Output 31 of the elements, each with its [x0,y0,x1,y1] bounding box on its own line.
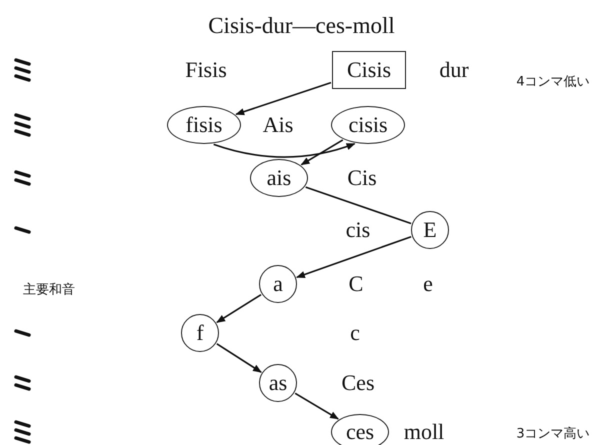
note-ellipse: ces [331,414,389,445]
title: Cisis-dur—ces-moll [207,14,396,37]
note-name: cis [346,219,370,241]
arrow [235,82,332,116]
note-name: Cis [347,167,377,189]
note-ellipse: fisis [167,106,241,144]
arrow [296,236,412,278]
note-name: c [350,322,360,344]
note-circle: a [259,265,297,303]
note-name: Ais [262,114,294,136]
note-circle: f [181,314,219,352]
annotation-text: 主要和音 [23,284,75,296]
note-name: dur [439,59,469,81]
note-name: Fisis [185,59,227,81]
note-ellipse: ais [250,159,308,197]
arrow [213,142,356,158]
key-box: Cisis [332,51,406,89]
note-name: e [423,273,433,295]
note-name: Ces [342,372,374,394]
arrow [300,139,344,166]
arrow [294,392,339,420]
note-circle: E [411,211,449,249]
annotation-text: 4コンマ低い [516,76,590,88]
note-circle: as [259,364,297,402]
note-name: C [348,273,364,295]
arrow [216,343,262,373]
note-ellipse: cisis [331,106,405,144]
annotation-text: 3コンマ高い [516,428,590,440]
connector-line [305,186,412,224]
arrow [216,294,262,324]
note-name: moll [404,421,444,443]
